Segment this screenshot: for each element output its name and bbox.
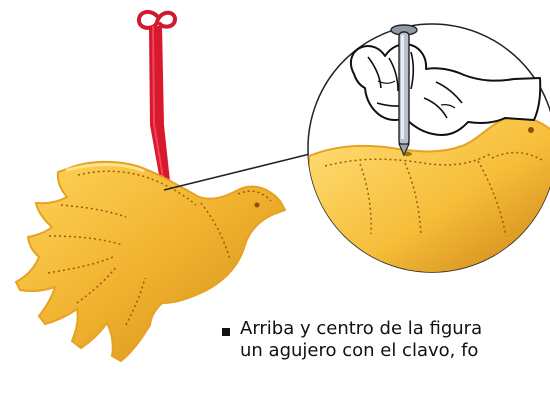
bullet-icon xyxy=(222,328,230,336)
instruction-bullet: Arriba y centro de la figura un agujero … xyxy=(222,318,550,398)
magnifier-callout-icon xyxy=(308,24,550,280)
illustration-scene xyxy=(0,0,550,364)
instruction-text: Arriba y centro de la figura un agujero … xyxy=(240,318,482,362)
callout-line xyxy=(164,152,318,190)
instruction-line-2: un agujero con el clavo, fo xyxy=(240,340,482,362)
ribbon-icon xyxy=(139,12,175,186)
instruction-line-1: Arriba y centro de la figura xyxy=(240,318,482,340)
